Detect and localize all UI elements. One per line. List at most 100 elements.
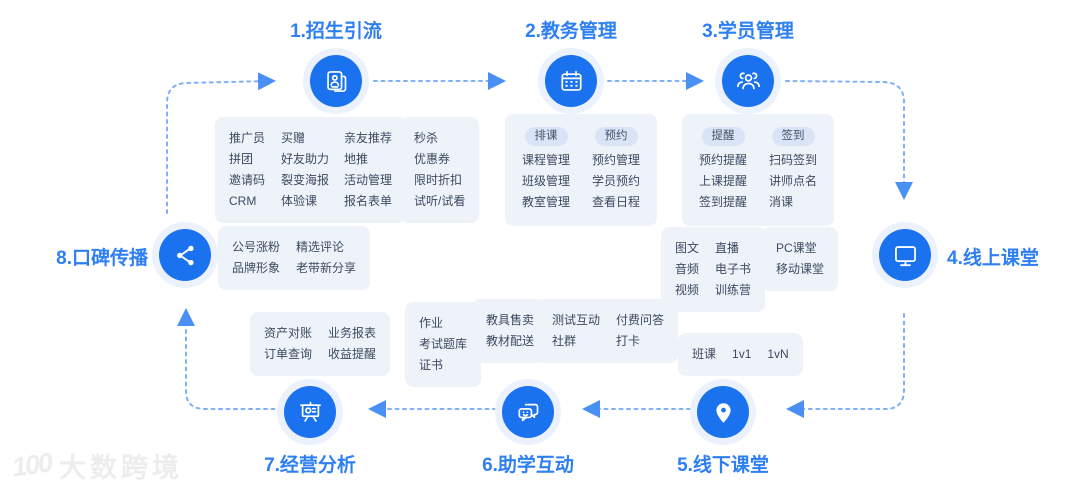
feature-item: 训练营 (715, 283, 752, 297)
feature-item: 1v1 (732, 347, 752, 361)
feature-item: 音频 (675, 262, 700, 276)
feature-item: 精选评论 (296, 240, 345, 254)
feature-item: 报名表单 (344, 194, 393, 208)
feature-column: PC课堂移动课堂 (776, 238, 824, 280)
node-student-management (722, 55, 774, 107)
feature-column: 买赠好友助力裂变海报体验课 (281, 128, 329, 212)
feature-item: 资产对账 (264, 326, 313, 340)
feature-column: 业务报表收益提醒 (328, 323, 376, 365)
feature-item: 电子书 (715, 262, 752, 276)
presentation-icon (299, 401, 321, 422)
feature-item: 班课 (692, 347, 717, 361)
box-class-modes: 班课 1v1 1vN (678, 333, 803, 376)
feature-item: 公号涨粉 (232, 240, 281, 254)
monitor-icon (894, 245, 916, 266)
feature-item: 品牌形象 (232, 261, 281, 275)
node-offline-classroom (697, 386, 749, 438)
feature-item: 班级管理 (522, 174, 571, 188)
node-title-business-analysis: 7.经营分析 (264, 455, 356, 476)
users-icon (736, 71, 760, 89)
feature-item: 签到提醒 (699, 195, 748, 209)
arrow-students-to-online (785, 80, 913, 200)
feature-item: PC课堂 (776, 241, 817, 255)
feature-item: 学员预约 (592, 174, 641, 188)
box-referral: 亲友推荐地推活动管理报名表单 (330, 117, 407, 223)
box-scheduling: 排课课程管理班级管理教室管理预约预约管理学员预约查看日程 (505, 114, 658, 226)
location-pin-icon (715, 402, 731, 423)
box-materials: 教具售卖教材配送 (472, 299, 549, 363)
calendar-icon (560, 70, 582, 91)
watermark-logo: 100 (10, 447, 53, 483)
box-reminder-checkin: 提醒预约提醒上课提醒签到提醒签到扫码签到讲师点名消课 (682, 114, 835, 226)
feature-item: 推广员 (229, 131, 266, 145)
feature-item: 消课 (769, 195, 794, 209)
feature-item: 订单查询 (264, 347, 313, 361)
node-title-recruitment: 1.招生引流 (290, 21, 382, 42)
box-online-content: 图文音频视频直播电子书训练营 (661, 227, 766, 312)
arrow-analysis-to-wom (177, 308, 283, 410)
feature-item: 预约提醒 (699, 153, 748, 167)
node-title-academic-admin: 2.教务管理 (525, 21, 617, 42)
feature-column: 提醒预约提醒上课提醒签到提醒 (699, 127, 747, 213)
feature-item: 教室管理 (522, 195, 571, 209)
feature-item: 活动管理 (344, 173, 393, 187)
id-card-icon (326, 70, 346, 92)
chat-icon (517, 403, 538, 421)
box-wom-features: 公号涨粉品牌形象 精选评论老带新分享 (218, 226, 371, 290)
node-title-word-of-mouth: 8.口碑传播 (56, 248, 148, 269)
node-learning-interaction (502, 386, 554, 438)
feature-column: 签到扫码签到讲师点名消课 (769, 127, 817, 213)
feature-item: 好友助力 (281, 152, 330, 166)
feature-column: 1vN (767, 344, 788, 365)
feature-item: 图文 (675, 241, 700, 255)
feature-item: 课程管理 (522, 153, 571, 167)
feature-column: 精选评论老带新分享 (296, 237, 356, 279)
feature-item: 地推 (344, 152, 369, 166)
feature-item: 测试互动 (552, 313, 601, 327)
feature-item: CRM (229, 194, 257, 208)
feature-item: 老带新分享 (296, 261, 357, 275)
category-pill: 预约 (594, 127, 638, 146)
feature-item: 限时折扣 (414, 173, 463, 187)
feature-column: 班课 (692, 344, 716, 365)
feature-item: 预约管理 (592, 153, 641, 167)
share-icon (176, 245, 194, 265)
box-analysis: 资产对账订单查询业务报表收益提醒 (250, 312, 391, 376)
feature-item: 优惠券 (414, 152, 451, 166)
feature-item: 付费问答 (616, 313, 665, 327)
category-pill: 排课 (524, 127, 568, 146)
feature-column: 1v1 (732, 344, 751, 365)
feature-column: 作业考试题库证书 (419, 313, 467, 376)
feature-item: 社群 (552, 334, 577, 348)
feature-column: 测试互动社群 (552, 310, 600, 352)
node-recruitment (310, 55, 362, 107)
feature-item: 秒杀 (414, 131, 439, 145)
feature-column: 资产对账订单查询 (264, 323, 312, 365)
feature-item: 讲师点名 (769, 174, 818, 188)
feature-item: 上课提醒 (699, 174, 748, 188)
feature-column: 直播电子书训练营 (715, 238, 751, 301)
node-title-online-classroom: 4.线上课堂 (947, 248, 1039, 269)
node-title-learning-interaction: 6.助学互动 (482, 455, 574, 476)
feature-item: 扫码签到 (769, 153, 818, 167)
feature-item: 体验课 (281, 194, 318, 208)
watermark-text: 大数跨境 (59, 453, 184, 483)
feature-column: 秒杀优惠券限时折扣试听/试看 (414, 128, 465, 212)
feature-item: 直播 (715, 241, 740, 255)
feature-item: 裂变海报 (281, 173, 330, 187)
feature-column: 付费问答打卡 (616, 310, 664, 352)
feature-item: 考试题库 (419, 337, 468, 351)
feature-item: 买赠 (281, 131, 306, 145)
feature-item: 教材配送 (486, 334, 535, 348)
node-online-classroom (879, 229, 931, 281)
feature-column: 教具售卖教材配送 (486, 310, 534, 352)
node-title-offline-classroom: 5.线下课堂 (677, 455, 769, 476)
feature-item: 邀请码 (229, 173, 266, 187)
feature-item: 业务报表 (328, 326, 377, 340)
feature-column: 图文音频视频 (675, 238, 699, 301)
feature-item: 视频 (675, 283, 700, 297)
watermark: 100 大数跨境 (10, 446, 184, 485)
